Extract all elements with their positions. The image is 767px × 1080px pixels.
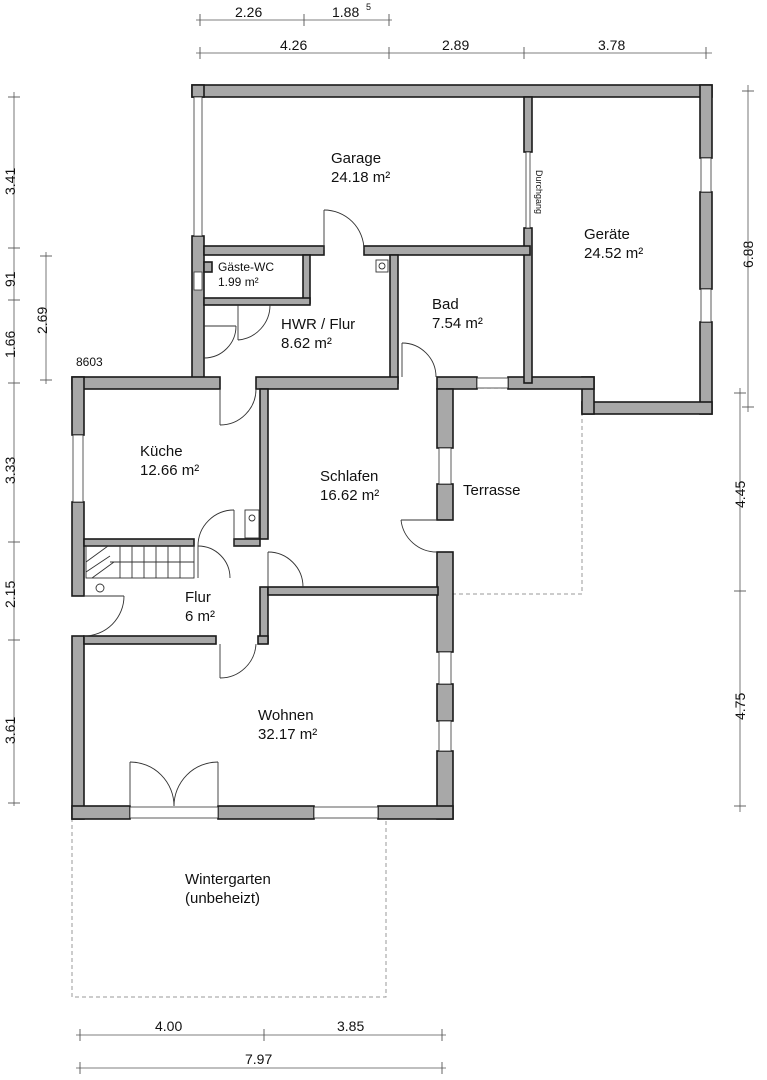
dim-left-3: 1.66	[2, 331, 18, 358]
room-label-garage: Garage	[331, 150, 381, 167]
windows	[72, 96, 712, 819]
room-area-flur: 6 m²	[185, 608, 215, 625]
dim-top-row2-1: 4.26	[280, 37, 307, 53]
dimensions-left: 3.41 91 1.66 3.33 2.15 3.61 2.69	[2, 92, 52, 806]
dim-bottom-2: 3.85	[337, 1018, 364, 1034]
dim-top-row2-2: 2.89	[442, 37, 469, 53]
dim-top-2: 1.88	[332, 4, 359, 20]
room-label-schlafen: Schlafen	[320, 468, 378, 485]
staircase	[85, 545, 195, 593]
room-note-wintergarten: (unbeheizt)	[185, 890, 260, 907]
room-label-hwr-flur: HWR / Flur	[281, 316, 355, 333]
dim-bottom-1: 4.00	[155, 1018, 182, 1034]
room-area-schlafen: 16.62 m²	[320, 487, 379, 504]
dim-left-1: 3.41	[2, 168, 18, 195]
room-label-kueche: Küche	[140, 443, 183, 460]
room-label-wohnen: Wohnen	[258, 707, 314, 724]
room-area-kueche: 12.66 m²	[140, 462, 199, 479]
room-label-terrasse: Terrasse	[463, 482, 521, 499]
room-area-geraete: 24.52 m²	[584, 245, 643, 262]
room-label-geraete: Geräte	[584, 226, 630, 243]
dim-bottom-total: 7.97	[245, 1051, 272, 1067]
room-area-garage: 24.18 m²	[331, 169, 390, 186]
dimensions-bottom: 4.00 3.85 7.97	[76, 1018, 446, 1074]
dim-right-1: 6.88	[740, 241, 756, 268]
room-area-wohnen: 32.17 m²	[258, 726, 317, 743]
dim-right-3: 4.75	[732, 693, 748, 720]
doors	[83, 209, 438, 807]
label-durchgang: Durchgang	[534, 170, 544, 214]
dim-left-5: 2.15	[2, 581, 18, 608]
dim-left-4: 3.33	[2, 457, 18, 484]
dim-top-1: 2.26	[235, 4, 262, 20]
label-code: 8603	[76, 355, 103, 369]
dim-left-6: 3.61	[2, 717, 18, 744]
fixtures	[244, 259, 389, 539]
room-labels: Garage 24.18 m² Geräte 24.52 m² Gäste-WC…	[76, 150, 643, 907]
walls	[71, 84, 713, 820]
room-label-gaeste-wc: Gäste-WC	[218, 260, 274, 274]
dim-left-inner: 2.69	[34, 307, 50, 334]
dim-top-2-sup: 5	[366, 2, 371, 12]
dimensions-top: 2.26 1.88 5 4.26 2.89 3.78	[196, 2, 712, 59]
wintergarten-outline	[71, 818, 387, 998]
dim-top-row2-3: 3.78	[598, 37, 625, 53]
room-area-gaeste-wc: 1.99 m²	[218, 275, 259, 289]
room-label-bad: Bad	[432, 296, 459, 313]
dim-left-2: 91	[2, 271, 18, 287]
room-label-flur: Flur	[185, 589, 211, 606]
room-area-bad: 7.54 m²	[432, 315, 483, 332]
dimensions-right: 6.88 4.45 4.75	[732, 85, 756, 812]
room-area-hwr-flur: 8.62 m²	[281, 335, 332, 352]
room-label-wintergarten: Wintergarten	[185, 871, 271, 888]
dim-right-2: 4.45	[732, 481, 748, 508]
